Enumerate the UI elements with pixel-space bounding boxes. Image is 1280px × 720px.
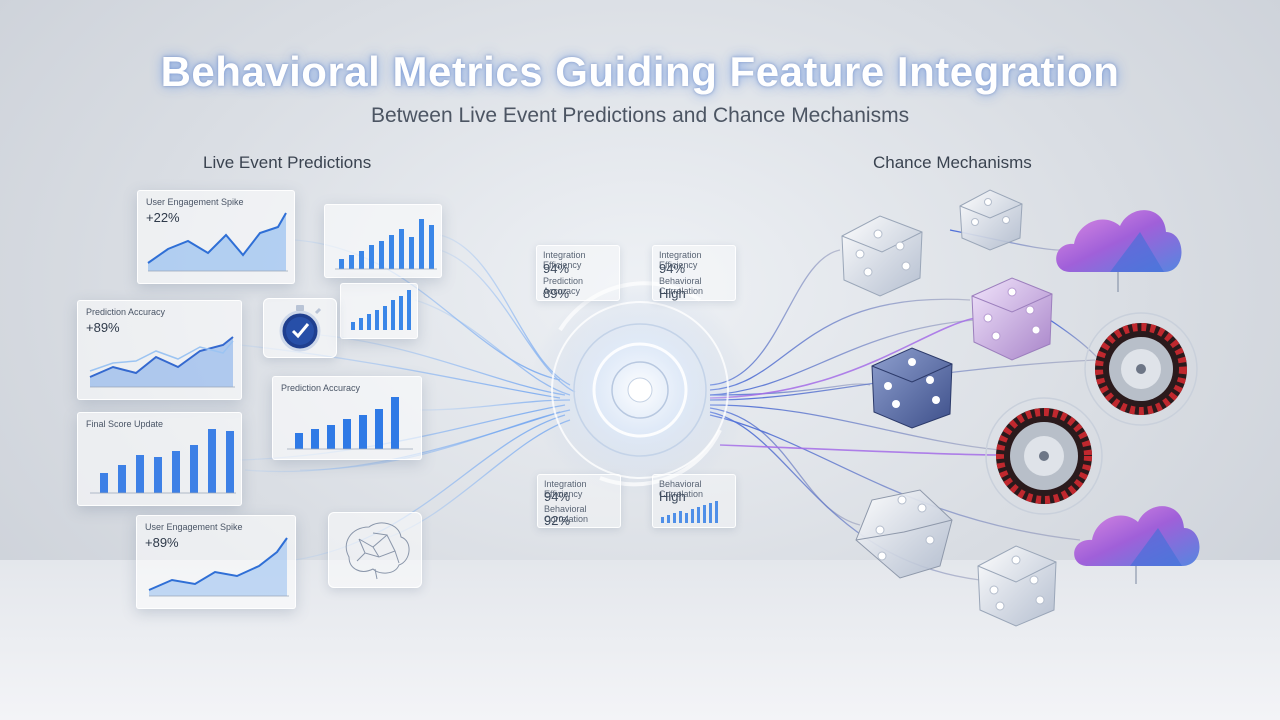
panel-label: Final Score Update xyxy=(86,419,164,429)
panel-mini-bars-top xyxy=(324,204,442,278)
panel-final-score-update: Final Score Update xyxy=(77,412,242,506)
dice-icon xyxy=(959,189,1023,251)
dice-icon xyxy=(841,215,923,297)
panel-prediction-accuracy-left: Prediction Accuracy +89% xyxy=(77,300,242,400)
panel-value: +89% xyxy=(86,320,120,335)
section-label-live-event-predictions: Live Event Predictions xyxy=(203,153,372,172)
dice-icon xyxy=(977,545,1057,627)
panel-label: Prediction Accuracy xyxy=(281,383,361,393)
dice-icon xyxy=(871,347,953,429)
metric-label: Prediction Accuracy xyxy=(543,276,584,296)
panel-value: +22% xyxy=(146,210,180,225)
cloud-icon xyxy=(1056,210,1182,292)
metric-label: Behavioral Correlation xyxy=(659,479,704,499)
metric-label: Behavioral Correlation xyxy=(544,504,589,524)
panel-mini-bars-mid xyxy=(340,283,418,339)
metric-value: 89% xyxy=(543,286,570,301)
brain-icon xyxy=(328,512,422,588)
panel-value: +89% xyxy=(145,535,179,550)
metric-box-top-left: Integration Efficiency 94% Prediction Ac… xyxy=(536,245,620,301)
metric-value: 92% xyxy=(544,513,571,528)
panel-user-engagement-top: User Engagement Spike +22% xyxy=(137,190,295,284)
cloud-icon xyxy=(1074,506,1200,584)
dice-icon xyxy=(855,489,953,579)
metric-box-bottom-left: Integration Efficiency 94% Behavioral Co… xyxy=(537,474,621,528)
metric-label: Integration Efficiency xyxy=(543,250,586,270)
roulette-wheel-icon xyxy=(1084,312,1198,426)
panel-label: Prediction Accuracy xyxy=(86,307,166,317)
panel-user-engagement-bottom: User Engagement Spike +89% xyxy=(136,515,296,609)
metric-label: Integration Efficiency xyxy=(659,250,702,270)
metric-value: High xyxy=(659,489,686,504)
metric-value: 94% xyxy=(543,261,570,276)
roulette-wheel-icon xyxy=(985,397,1103,515)
dice-icon xyxy=(971,277,1053,361)
central-hub-icon xyxy=(530,280,750,500)
section-label-chance-mechanisms: Chance Mechanisms xyxy=(873,153,1032,172)
metric-value: 94% xyxy=(544,489,571,504)
page-subtitle: Between Live Event Predictions and Chanc… xyxy=(370,104,910,127)
page-title: Behavioral Metrics Guiding Feature Integ… xyxy=(160,48,1120,95)
panel-label: User Engagement Spike xyxy=(145,522,243,532)
metric-value: High xyxy=(659,286,686,301)
metric-value: 94% xyxy=(659,261,686,276)
metric-box-top-right: Integration Efficiency 94% Behavioral Co… xyxy=(652,245,736,301)
metric-label: Integration Efficiency xyxy=(544,479,587,499)
panel-label: User Engagement Spike xyxy=(146,197,244,207)
panel-prediction-accuracy-mid: Prediction Accuracy xyxy=(272,376,422,460)
metric-box-bottom-right: Behavioral Correlation High xyxy=(652,474,736,528)
metric-label: Behavioral Correlation xyxy=(659,276,704,296)
stopwatch-icon xyxy=(263,298,337,358)
